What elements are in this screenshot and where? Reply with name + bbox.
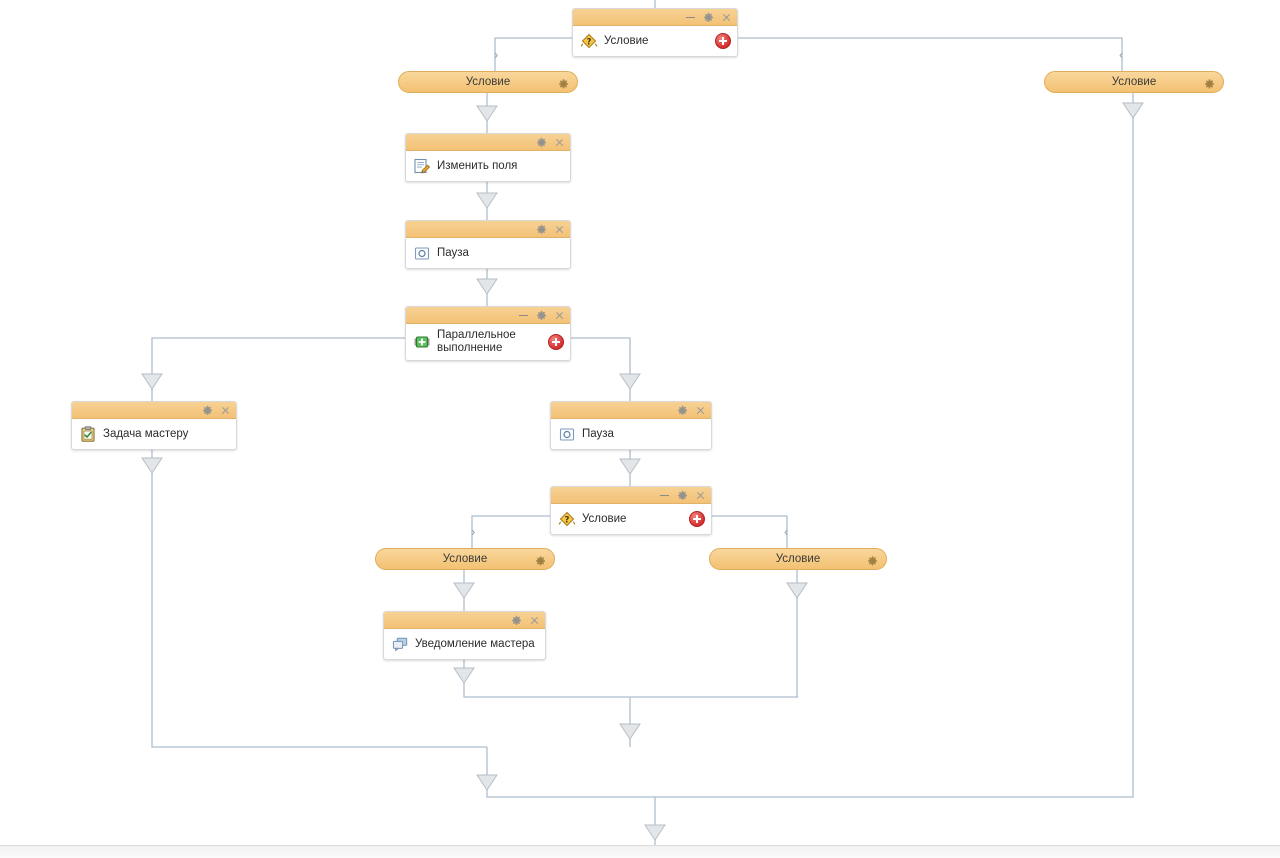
node-body: Уведомление мастера	[384, 629, 545, 659]
node-body: Пауза	[406, 238, 570, 268]
node-body: Пауза	[551, 419, 711, 449]
add-branch-icon[interactable]	[689, 511, 705, 527]
node-titlebar	[72, 402, 236, 419]
gear-icon[interactable]	[703, 12, 714, 23]
node-body: ? Условие	[573, 26, 737, 56]
notification-bubble-icon	[391, 635, 409, 653]
node-pause-1[interactable]: Пауза	[405, 220, 571, 269]
node-titlebar	[551, 402, 711, 419]
branch-pill-inner-left[interactable]: Условие	[375, 548, 555, 570]
node-label: Пауза	[437, 246, 469, 259]
node-body: Задача мастеру	[72, 419, 236, 449]
close-icon[interactable]	[220, 405, 231, 416]
gear-icon[interactable]	[511, 615, 522, 626]
add-branch-icon[interactable]	[715, 33, 731, 49]
node-edit-fields[interactable]: Изменить поля	[405, 133, 571, 182]
node-label: Изменить поля	[437, 159, 518, 172]
node-label: Пауза	[582, 427, 614, 440]
node-notify-master[interactable]: Уведомление мастера	[383, 611, 546, 660]
node-condition-top[interactable]: ? Условие	[572, 8, 738, 57]
close-icon[interactable]	[721, 12, 732, 23]
node-label: Задача мастеру	[103, 427, 189, 440]
branch-pill-label: Условие	[775, 553, 821, 565]
edit-document-icon	[413, 157, 431, 175]
node-titlebar	[384, 612, 545, 629]
branch-pill-top-right[interactable]: Условие	[1044, 71, 1224, 93]
close-icon[interactable]	[695, 490, 706, 501]
branch-next-chevron-inner-right[interactable]: ‹	[784, 524, 789, 539]
node-task-master[interactable]: Задача мастеру	[71, 401, 237, 450]
gear-icon[interactable]	[677, 405, 688, 416]
parallel-execution-icon	[413, 333, 431, 351]
add-branch-icon[interactable]	[548, 334, 564, 350]
branch-pill-label: Условие	[442, 553, 488, 565]
node-titlebar	[551, 487, 711, 504]
gear-icon[interactable]	[202, 405, 213, 416]
node-label: Условие	[604, 34, 649, 47]
node-titlebar	[573, 9, 737, 26]
node-label: Условие	[582, 512, 627, 525]
branch-pill-top-left[interactable]: Условие	[398, 71, 578, 93]
minimize-icon[interactable]	[659, 490, 670, 501]
gear-icon[interactable]	[1204, 77, 1215, 89]
minimize-icon[interactable]	[518, 310, 529, 321]
gear-icon[interactable]	[536, 224, 547, 235]
clipboard-task-icon	[79, 425, 97, 443]
minimize-icon[interactable]	[685, 12, 696, 23]
gear-icon[interactable]	[677, 490, 688, 501]
gear-icon[interactable]	[536, 310, 547, 321]
gear-icon[interactable]	[867, 554, 878, 566]
close-icon[interactable]	[529, 615, 540, 626]
node-label: Параллельное выполнение	[437, 329, 516, 354]
gear-icon[interactable]	[535, 554, 546, 566]
gear-icon[interactable]	[558, 77, 569, 89]
close-icon[interactable]	[554, 137, 565, 148]
node-parallel-execution[interactable]: Параллельное выполнение	[405, 306, 571, 361]
svg-text:?: ?	[565, 515, 570, 525]
condition-diamond-icon: ?	[580, 32, 598, 50]
branch-pill-label: Условие	[465, 76, 511, 88]
pause-timer-icon	[413, 244, 431, 262]
node-body: ? Условие	[551, 504, 711, 534]
branch-prev-chevron-inner-left[interactable]: ›	[471, 524, 476, 539]
branch-pill-inner-right[interactable]: Условие	[709, 548, 887, 570]
condition-diamond-icon: ?	[558, 510, 576, 528]
close-icon[interactable]	[554, 224, 565, 235]
gear-icon[interactable]	[536, 137, 547, 148]
pause-timer-icon	[558, 425, 576, 443]
branch-pill-label: Условие	[1111, 76, 1157, 88]
close-icon[interactable]	[695, 405, 706, 416]
node-titlebar	[406, 307, 570, 324]
node-condition-inner[interactable]: ? Условие	[550, 486, 712, 535]
bottom-separator	[0, 845, 1280, 858]
node-body: Изменить поля	[406, 151, 570, 181]
close-icon[interactable]	[554, 310, 565, 321]
node-label: Уведомление мастера	[415, 637, 535, 650]
node-titlebar	[406, 221, 570, 238]
node-body: Параллельное выполнение	[406, 324, 570, 360]
svg-text:?: ?	[587, 37, 592, 47]
branch-next-chevron-top-right[interactable]: ‹	[1119, 47, 1124, 62]
branch-prev-chevron-top-left[interactable]: ›	[494, 47, 499, 62]
node-titlebar	[406, 134, 570, 151]
node-pause-2[interactable]: Пауза	[550, 401, 712, 450]
